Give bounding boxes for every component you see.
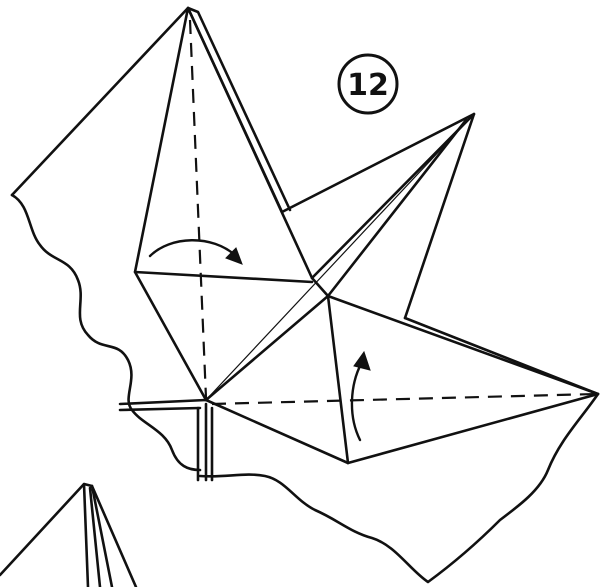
curved-arrow-icon [150,240,236,256]
center-vertical-dashed-line [190,20,206,398]
step-badge: 12 [339,55,397,113]
right-wing-dashed-line [212,394,596,404]
right-point-edge [312,114,474,278]
right-point-diagonal-crease [206,114,474,400]
left-torn-edge [12,195,200,470]
next-step-fragment [0,484,136,587]
right-wing-top-edge [405,318,598,394]
right-wing-outline [328,296,598,463]
step-number: 12 [347,68,389,103]
right-rotate-arrow [352,352,370,440]
fragment-outline [0,484,136,587]
bottom-stem [198,404,212,480]
right-point-inner-edge [328,120,466,296]
left-flap-outline [12,8,282,212]
fragment-crease-1 [84,484,88,587]
arrowhead-icon [354,352,370,370]
bottom-right-torn-edge [200,394,598,582]
top-rotate-arrow [150,240,242,264]
center-horizontal-fold [135,272,312,282]
